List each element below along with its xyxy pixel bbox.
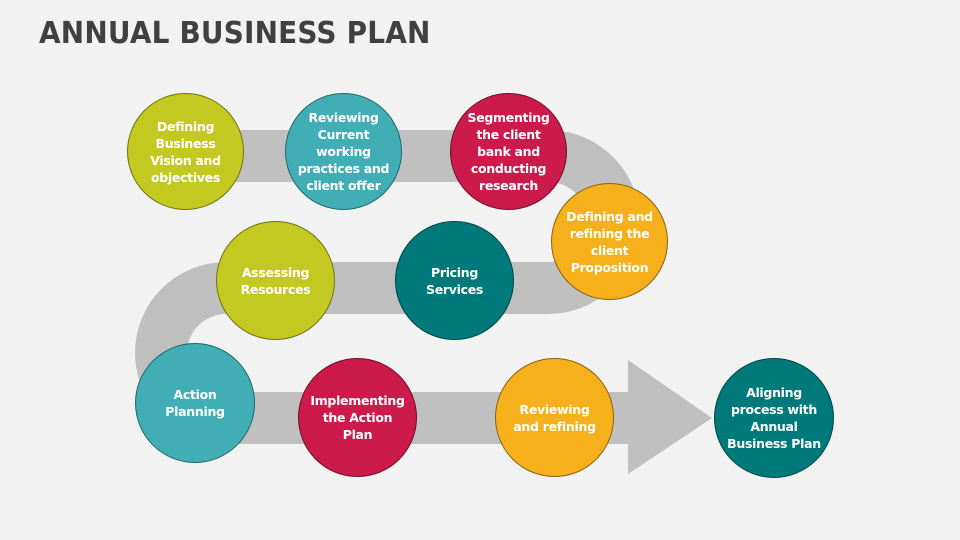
step-label-8: Implementing the Action Plan <box>310 393 405 442</box>
step-label-1: Defining Business Vision and objectives <box>150 118 221 185</box>
step-circle-7: Action Planning <box>135 343 255 463</box>
step-circle-9: Reviewing and refining <box>495 358 614 477</box>
step-label-5: Pricing Services <box>426 264 484 297</box>
step-circle-4: Defining and refining the client Proposi… <box>551 183 668 300</box>
step-label-6: Assessing Resources <box>240 264 311 297</box>
step-circle-3: Segmenting the client bank and conductin… <box>450 93 567 210</box>
page-title: ANNUAL BUSINESS PLAN <box>39 16 431 51</box>
step-label-3: Segmenting the client bank and conductin… <box>467 110 550 193</box>
step-circle-10: Aligning process with Annual Business Pl… <box>714 358 834 478</box>
step-circle-6: Assessing Resources <box>216 221 335 340</box>
step-label-2: Reviewing Current working practices and … <box>297 110 390 193</box>
step-circle-8: Implementing the Action Plan <box>298 358 417 477</box>
step-circle-1: Defining Business Vision and objectives <box>127 93 244 210</box>
step-label-10: Aligning process with Annual Business Pl… <box>727 385 821 451</box>
step-label-7: Action Planning <box>165 387 225 419</box>
arrowhead <box>628 360 712 474</box>
step-circle-5: Pricing Services <box>395 221 514 340</box>
step-label-4: Defining and refining the client Proposi… <box>566 208 653 275</box>
step-label-9: Reviewing and refining <box>513 401 596 434</box>
step-circle-2: Reviewing Current working practices and … <box>285 93 402 210</box>
